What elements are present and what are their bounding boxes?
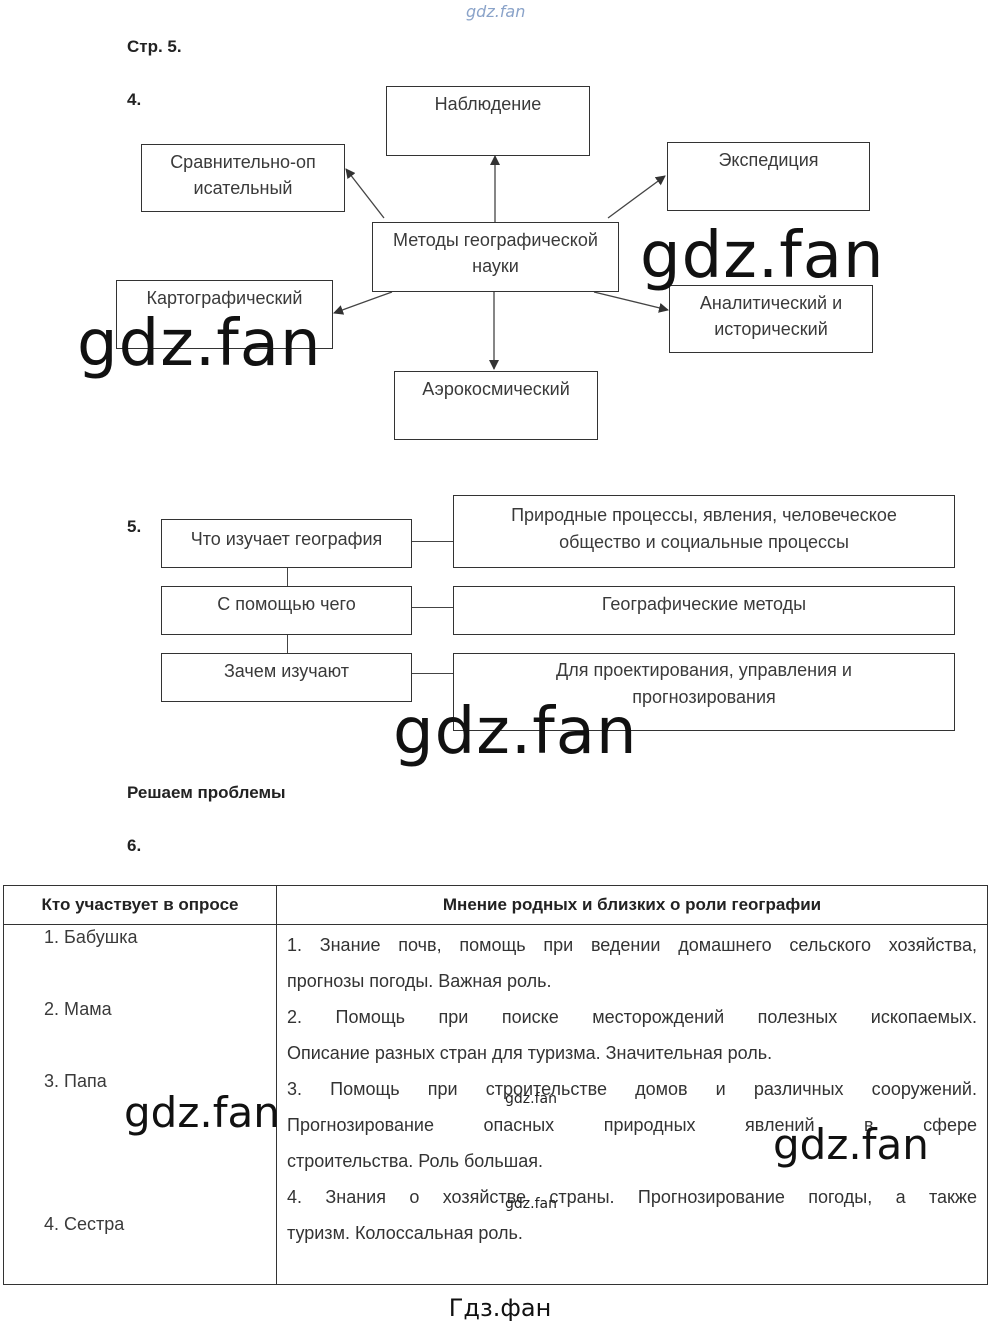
method-cartographic: Картографический: [116, 280, 333, 349]
question-how-label: С помощью чего: [217, 594, 356, 614]
watermark: gdz.fan: [773, 1120, 929, 1169]
method-analytical-label: Аналитический и исторический: [699, 293, 843, 339]
methods-diagram-arrows: [333, 155, 669, 370]
method-comparative: Сравнительно-описательный: [141, 144, 345, 212]
methods-center: Методы географической науки: [372, 222, 619, 292]
method-observation-label: Наблюдение: [434, 94, 542, 114]
arrow-to-comparative: [345, 168, 385, 219]
method-aerospace: Аэрокосмический: [394, 371, 598, 440]
header-opinions: Мнение родных и близких о роли географии: [276, 885, 988, 925]
watermark: gdz.fan: [393, 695, 638, 769]
method-expedition-label: Экспедиция: [718, 150, 819, 170]
opinion-line: Описание разных стран для туризма. Значи…: [287, 1043, 773, 1063]
answer-why-label: Для проектирования, управления и прогноз…: [556, 660, 852, 707]
question-what: Что изучает география: [161, 519, 412, 568]
task-4-number: 4.: [127, 90, 142, 109]
opinion-line: 2. Помощь при поиске месторождений полез…: [287, 1007, 977, 1027]
participant-grandmother: 1. Бабушка: [44, 927, 138, 947]
connector-row3: [412, 673, 454, 675]
question-why-label: Зачем изучают: [223, 661, 350, 681]
participant-mother: 2. Мама: [44, 999, 112, 1019]
footer-watermark: Гдз.фан: [448, 1294, 552, 1322]
survey-table: Кто участвует в опросе Мнение родных и б…: [3, 885, 988, 1285]
opinion-line: Прогнозирование опасных природных явлени…: [287, 1115, 977, 1135]
answer-what-label: Природные процессы, явления, человеческо…: [511, 505, 897, 552]
participant-father: 3. Папа: [44, 1071, 107, 1091]
participant-sister: 4. Сестра: [44, 1214, 125, 1234]
opinion-line: 4. Знания о хозяйстве страны. Прогнозиро…: [287, 1187, 977, 1207]
connector-q2-q3: [287, 635, 289, 653]
opinions-cell: 1. Знание почв, помощь при ведении домаш…: [276, 924, 988, 1285]
opinion-line: строительства. Роль большая.: [287, 1151, 543, 1171]
answer-why: Для проектирования, управления и прогноз…: [453, 653, 955, 731]
arrow-to-expedition: [607, 175, 666, 219]
arrow-to-analytical: [593, 291, 669, 313]
watermark: gdz.fan: [124, 1088, 280, 1137]
connector-row1: [412, 541, 454, 543]
method-observation: Наблюдение: [386, 86, 590, 156]
method-analytical: Аналитический и исторический: [669, 285, 873, 353]
section-title: Решаем проблемы: [127, 783, 286, 802]
arrow-to-cartographic: [333, 291, 393, 315]
task-6-number: 6.: [127, 836, 142, 855]
watermark: gdz.fan: [640, 219, 885, 293]
methods-center-label: Методы географической науки: [393, 230, 598, 276]
page-reference: Стр. 5.: [127, 37, 182, 56]
method-cartographic-label: Картографический: [146, 288, 303, 308]
question-how: С помощью чего: [161, 586, 412, 635]
question-what-label: Что изучает география: [190, 529, 383, 549]
method-aerospace-label: Аэрокосмический: [422, 379, 570, 399]
task-5-number: 5.: [127, 517, 142, 536]
connector-row2: [412, 607, 454, 609]
watermark: gdz.fan: [77, 307, 322, 381]
question-why: Зачем изучают: [161, 653, 412, 702]
watermark: gdz.fan: [505, 1196, 557, 1212]
opinion-line: прогнозы погоды. Важная роль.: [287, 971, 552, 991]
answer-how: Географические методы: [453, 586, 955, 635]
connector-q1-q2: [287, 567, 289, 586]
watermark-top: gdz.fan: [466, 2, 526, 21]
answer-what: Природные процессы, явления, человеческо…: [453, 495, 955, 568]
opinion-line: туризм. Колоссальная роль.: [287, 1223, 523, 1243]
answer-how-label: Географические методы: [601, 594, 807, 614]
method-expedition: Экспедиция: [667, 142, 870, 211]
opinion-line: 3. Помощь при строительстве домов и разл…: [287, 1079, 977, 1099]
watermark: gdz.fan: [505, 1091, 557, 1107]
opinion-line: 1. Знание почв, помощь при ведении домаш…: [287, 935, 977, 955]
participants-cell: [3, 924, 277, 1285]
method-comparative-label: Сравнительно-описательный: [170, 152, 316, 198]
header-participants: Кто участвует в опросе: [3, 885, 277, 925]
